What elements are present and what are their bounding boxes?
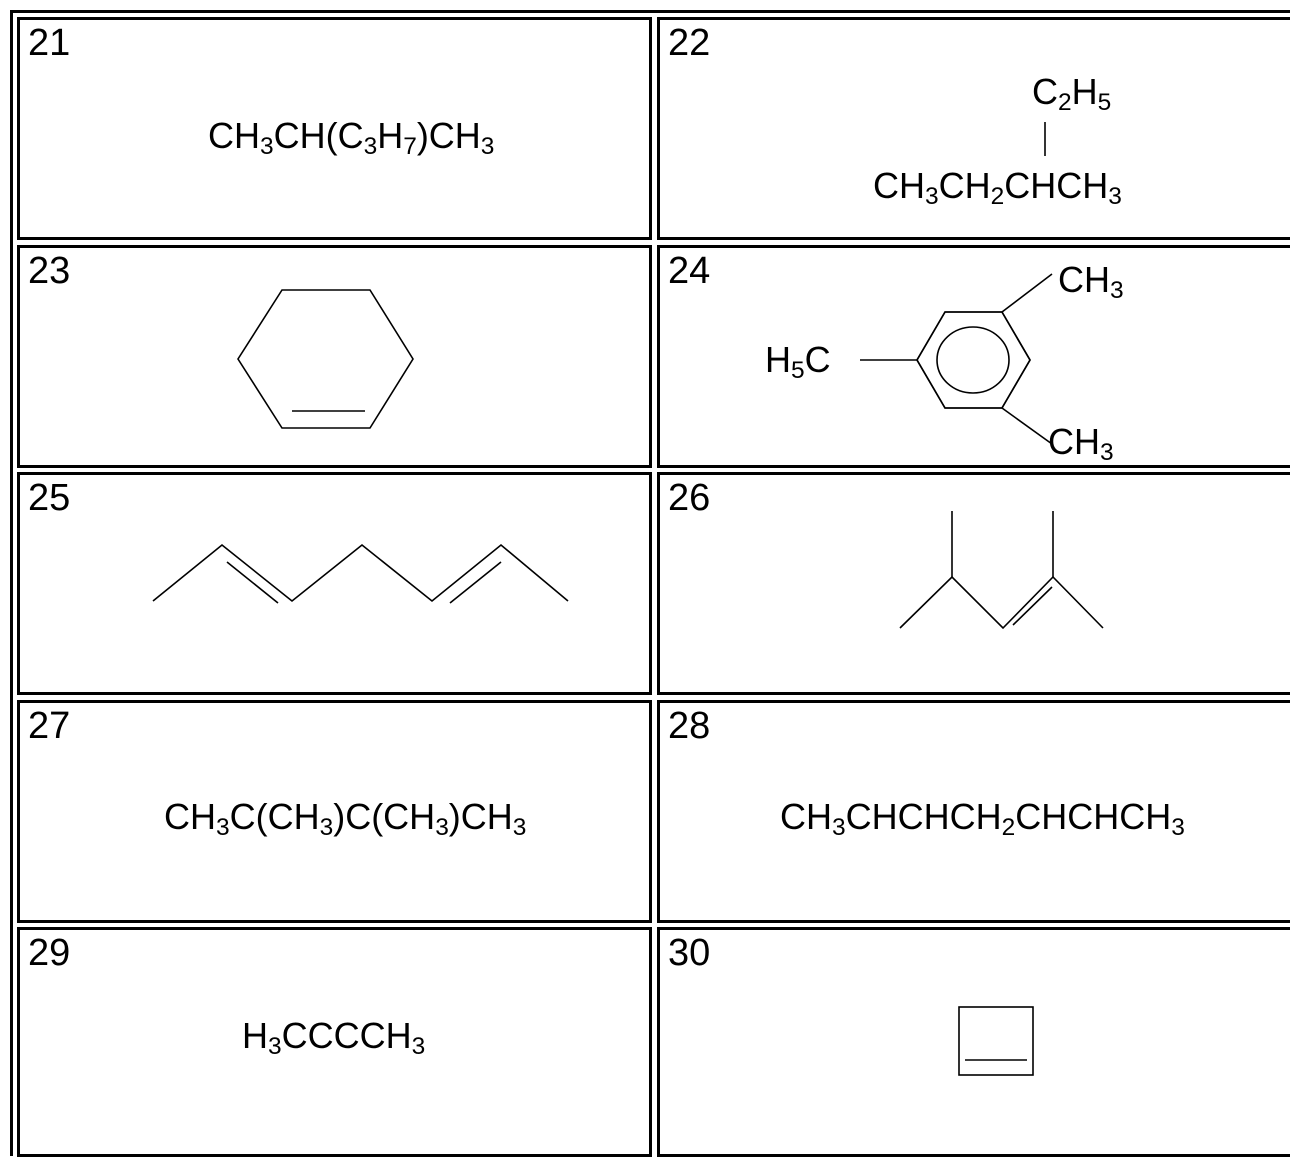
cell-21: 21 CH3CH(C3H7)CH3 [17,17,652,240]
heptadiene-skeletal-icon [152,543,569,604]
cell-number: 25 [28,477,71,519]
cyclohexene-structure-icon [237,289,414,429]
cell-25: 25 [17,472,652,695]
condensed-formula: CH3C(CH3)C(CH3)CH3 [164,796,527,842]
cell-number: 23 [28,250,71,292]
cell-number: 29 [28,932,71,974]
cell-24: 24 H5C CH3 CH3 [657,245,1290,468]
cell-26: 26 [657,472,1290,695]
condensed-formula: H3CCCCH3 [242,1015,426,1061]
bottom-substituent-label: CH3 [1048,421,1114,467]
cell-23: 23 [17,245,652,468]
cell-number: 26 [668,477,711,519]
cell-number: 22 [668,22,711,64]
branch-bond-icon [1044,122,1046,156]
condensed-formula: CH3CHCHCH2CHCHCH3 [780,796,1185,842]
dimethylpentene-skeletal-icon [899,511,1104,630]
cell-22: 22 C2H5 CH3CH2CHCH3 [657,17,1290,240]
left-substituent-label: H5C [765,339,831,385]
cell-number: 27 [28,705,71,747]
cell-27: 27 CH3C(CH3)C(CH3)CH3 [17,700,652,923]
cell-number: 30 [668,932,711,974]
cell-number: 21 [28,22,71,64]
cell-number: 28 [668,705,711,747]
cell-30: 30 [657,927,1290,1157]
condensed-formula: CH3CH(C3H7)CH3 [208,115,495,161]
cell-28: 28 CH3CHCHCH2CHCHCH3 [657,700,1290,923]
cell-number: 24 [668,250,711,292]
top-substituent-label: CH3 [1058,259,1124,305]
branch-group-label: C2H5 [1032,71,1112,117]
main-chain-label: CH3CH2CHCH3 [873,165,1122,211]
benzene-ring-structure-icon [860,273,1053,445]
table-outer-frame [10,10,1290,1156]
cell-29: 29 H3CCCCH3 [17,927,652,1157]
cyclobutene-structure-icon [958,1006,1034,1076]
